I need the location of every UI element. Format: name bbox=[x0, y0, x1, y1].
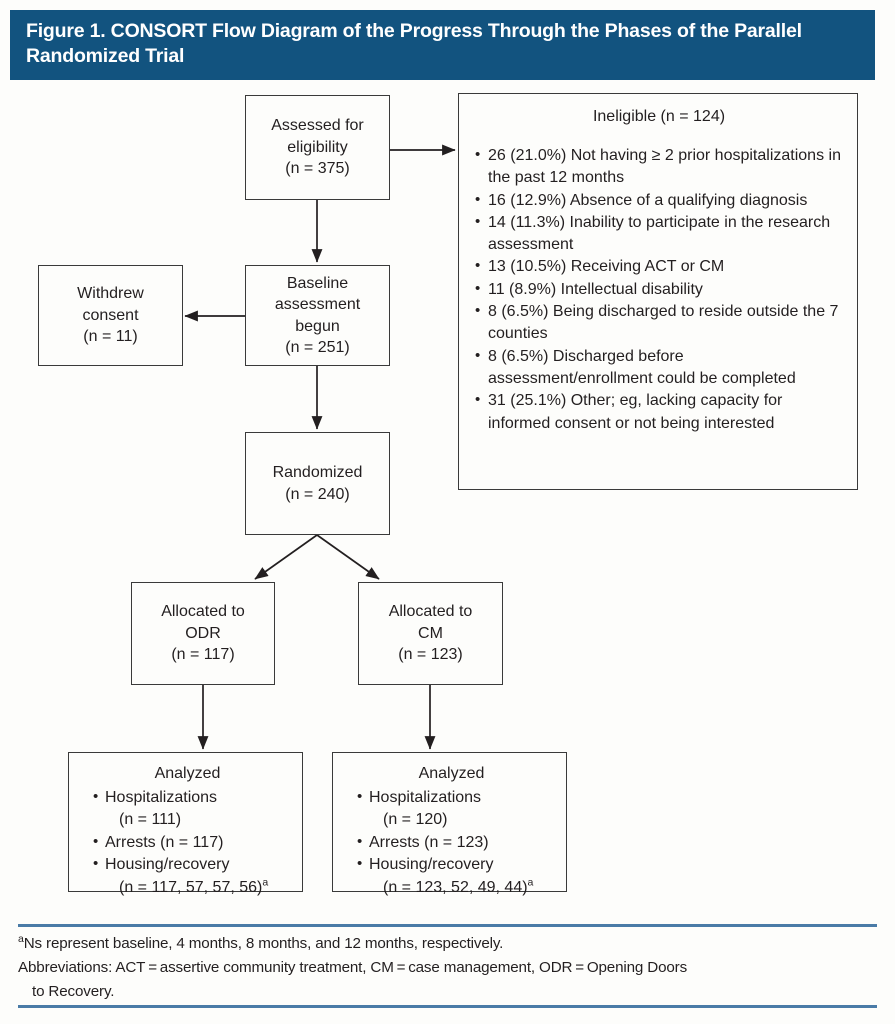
analyzed-cm-item-label: Housing/recovery bbox=[369, 856, 494, 874]
analyzed-cm-item: Arrests (n = 123) bbox=[357, 831, 558, 854]
box-analyzed-odr: Analyzed Hospitalizations (n = 111) Arre… bbox=[68, 752, 303, 896]
arrow-randomized-to-cm bbox=[316, 534, 380, 580]
analyzed-odr-item-value-text: (n = 117, 57, 57, 56) bbox=[119, 878, 263, 896]
footnote-rule-bottom bbox=[18, 1005, 877, 1008]
ineligible-reason-item: 13 (10.5%) Receiving ACT or CM bbox=[475, 255, 843, 278]
analyzed-odr-footnote-marker: a bbox=[262, 876, 269, 889]
analyzed-cm-title: Analyzed bbox=[418, 765, 485, 782]
analyzed-cm-item-value: (n = 120) bbox=[383, 811, 448, 829]
footnote-block: aNs represent baseline, 4 months, 8 mont… bbox=[18, 932, 880, 1004]
box-baseline-assessment: Baseline assessment begun (n = 251) bbox=[245, 265, 390, 366]
baseline-line-2: assessment bbox=[274, 296, 361, 313]
baseline-line-3: begun bbox=[295, 317, 340, 335]
randomized-count: (n = 240) bbox=[285, 485, 350, 503]
footnote-line-abbreviations-cont: to Recovery. bbox=[32, 983, 115, 1000]
ineligible-reason-item: 14 (11.3%) Inability to participate in t… bbox=[475, 211, 843, 257]
analyzed-odr-list: Hospitalizations (n = 111) Arrests (n = … bbox=[81, 786, 294, 899]
randomized-label: Randomized bbox=[272, 464, 363, 481]
analyzed-odr-item: Hospitalizations (n = 111) bbox=[93, 786, 294, 832]
ineligible-reason-item: 16 (12.9%) Absence of a qualifying diagn… bbox=[475, 189, 843, 212]
analyzed-odr-item: Housing/recovery (n = 117, 57, 57, 56)a bbox=[93, 853, 294, 899]
ineligible-reason-item: 31 (25.1%) Other; eg, lacking capacity f… bbox=[475, 389, 843, 435]
footnote-marker: a bbox=[18, 932, 24, 945]
analyzed-cm-item-label: Arrests (n = 123) bbox=[369, 833, 489, 851]
ineligible-title: Ineligible (n = 124) bbox=[592, 108, 726, 125]
box-allocated-odr: Allocated to ODR (n = 117) bbox=[131, 582, 275, 685]
box-randomized: Randomized (n = 240) bbox=[245, 432, 390, 535]
analyzed-odr-item: Arrests (n = 117) bbox=[93, 831, 294, 854]
analyzed-odr-title: Analyzed bbox=[154, 765, 221, 782]
ineligible-reason-list: 26 (21.0%) Not having ≥ 2 prior hospital… bbox=[475, 144, 843, 435]
footnote-line-abbreviations: Abbreviations: ACT = assertive community… bbox=[18, 959, 688, 976]
analyzed-cm-item-value-text: (n = 123, 52, 49, 44) bbox=[383, 878, 528, 896]
assessed-count: (n = 375) bbox=[285, 160, 350, 178]
arrow-randomized-to-odr bbox=[254, 534, 318, 580]
ineligible-reason-item: 8 (6.5%) Being discharged to reside outs… bbox=[475, 300, 843, 346]
footnote-line-ns: aNs represent baseline, 4 months, 8 mont… bbox=[18, 932, 880, 956]
ineligible-reason-item: 8 (6.5%) Discharged before assessment/en… bbox=[475, 345, 843, 391]
analyzed-cm-list: Hospitalizations (n = 120) Arrests (n = … bbox=[345, 786, 558, 899]
analyzed-odr-item-label: Arrests (n = 117) bbox=[105, 833, 224, 851]
analyzed-cm-item: Housing/recovery (n = 123, 52, 49, 44)a bbox=[357, 853, 558, 899]
analyzed-cm-footnote-marker: a bbox=[527, 876, 534, 889]
box-assessed-for-eligibility: Assessed for eligibility (n = 375) bbox=[245, 95, 390, 200]
withdrew-line-1: Withdrew bbox=[77, 285, 144, 303]
baseline-count: (n = 251) bbox=[285, 339, 350, 356]
analyzed-cm-item-label: Hospitalizations bbox=[369, 789, 482, 806]
ineligible-reason-item: 11 (8.9%) Intellectual disability bbox=[475, 278, 843, 301]
footnote-rule-top bbox=[18, 924, 877, 927]
box-ineligible: Ineligible (n = 124) 26 (21.0%) Not havi… bbox=[458, 93, 858, 490]
analyzed-odr-item-value: (n = 111) bbox=[119, 811, 182, 829]
analyzed-odr-item-value: (n = 117, 57, 57, 56)a bbox=[105, 877, 294, 899]
allocated-cm-line-1: Allocated to bbox=[388, 603, 473, 621]
box-withdrew-consent: Withdrew consent (n = 11) bbox=[38, 265, 183, 366]
assessed-line-1: Assessed for bbox=[271, 117, 364, 135]
allocated-cm-line-2: CM bbox=[418, 624, 443, 642]
withdrew-line-2: consent bbox=[82, 306, 139, 324]
box-analyzed-cm: Analyzed Hospitalizations (n = 120) Arre… bbox=[332, 752, 567, 896]
analyzed-odr-item-label: Housing/recovery bbox=[105, 856, 230, 874]
allocated-odr-line-2: ODR bbox=[185, 624, 221, 642]
withdrew-count: (n = 11) bbox=[83, 328, 138, 346]
analyzed-odr-item-label: Hospitalizations bbox=[105, 789, 218, 806]
allocated-cm-count: (n = 123) bbox=[398, 646, 463, 664]
allocated-odr-line-1: Allocated to bbox=[161, 603, 245, 621]
figure-header-banner: Figure 1. CONSORT Flow Diagram of the Pr… bbox=[10, 10, 875, 80]
ineligible-reason-item: 26 (21.0%) Not having ≥ 2 prior hospital… bbox=[475, 144, 843, 190]
analyzed-cm-item: Hospitalizations (n = 120) bbox=[357, 786, 558, 832]
allocated-odr-count: (n = 117) bbox=[171, 646, 235, 664]
baseline-line-1: Baseline bbox=[286, 274, 349, 292]
box-allocated-cm: Allocated to CM (n = 123) bbox=[358, 582, 503, 685]
assessed-line-2: eligibility bbox=[287, 138, 348, 156]
analyzed-cm-item-value: (n = 123, 52, 49, 44)a bbox=[369, 877, 558, 899]
footnote-ns-text: Ns represent baseline, 4 months, 8 month… bbox=[23, 935, 504, 952]
figure-title: Figure 1. CONSORT Flow Diagram of the Pr… bbox=[26, 20, 802, 67]
